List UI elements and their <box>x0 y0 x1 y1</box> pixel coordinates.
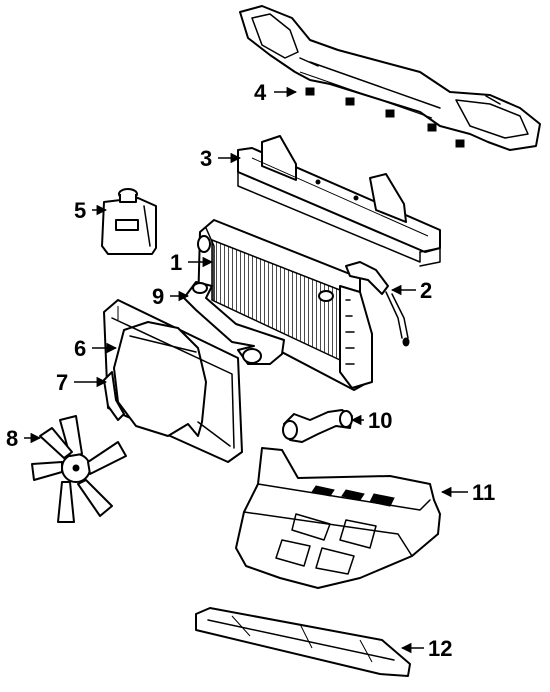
callout-label-10: 10 <box>368 408 392 433</box>
lower-shield <box>195 607 411 677</box>
splash-shield <box>235 447 441 589</box>
callout-3: 3 <box>200 146 242 171</box>
callout-label-2: 2 <box>420 278 432 303</box>
callout-1: 1 <box>170 250 214 275</box>
radiator-support-bracket <box>237 135 441 267</box>
coolant-reservoir <box>101 188 157 255</box>
radiator <box>197 219 373 391</box>
shroud-seal <box>103 371 125 421</box>
upper-radiator-support-panel <box>239 5 541 151</box>
callout-7: 7 <box>56 370 108 395</box>
lower-radiator-hose <box>282 409 353 443</box>
callout-9: 9 <box>152 284 190 309</box>
callout-label-11: 11 <box>472 480 495 505</box>
callout-label-7: 7 <box>56 370 68 395</box>
callout-11: 11 <box>440 480 495 505</box>
callout-5: 5 <box>74 198 108 223</box>
callout-12: 12 <box>400 636 452 661</box>
callout-10: 10 <box>350 408 392 433</box>
callout-8: 8 <box>6 426 42 451</box>
fan-shroud <box>103 299 243 463</box>
callout-label-9: 9 <box>152 284 164 309</box>
callout-2: 2 <box>390 278 432 303</box>
callout-4: 4 <box>254 80 298 105</box>
radiator-bracket <box>345 261 410 347</box>
callout-label-4: 4 <box>254 80 267 105</box>
callout-label-6: 6 <box>74 336 86 361</box>
callout-label-1: 1 <box>170 250 182 275</box>
callout-label-12: 12 <box>428 636 452 661</box>
callout-label-5: 5 <box>74 198 86 223</box>
callout-label-3: 3 <box>200 146 212 171</box>
upper-radiator-hose <box>183 281 285 365</box>
cooling-fan <box>31 415 127 523</box>
callout-6: 6 <box>74 336 118 361</box>
callout-label-8: 8 <box>6 426 18 451</box>
